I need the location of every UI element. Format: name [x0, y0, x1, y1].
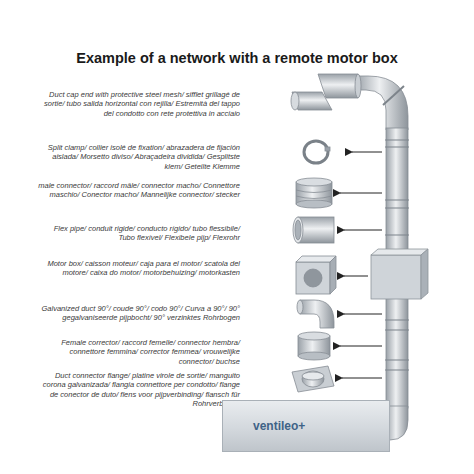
brand-text: ventileo+ — [249, 419, 309, 433]
part-label: Duct cap end with protective steel mesh/… — [38, 90, 240, 118]
part-label: Duct connector flange/ platine virole de… — [38, 371, 240, 409]
diagram-title: Example of a network with a remote motor… — [10, 50, 464, 66]
part-label: Galvanized duct 90°/ coude 90°/ codo 90°… — [38, 304, 240, 323]
part-label: Split clamp/ collier isolé de fixation/ … — [38, 143, 240, 171]
part-label: Female corrector/ raccord femelle/ conne… — [38, 338, 240, 366]
part-label: Flex pipe/ conduit rigide/ conducto rígi… — [38, 224, 240, 243]
part-label: male connector/ raccord mâle/ connector … — [38, 181, 240, 200]
fan-housing-box: ventileo+ — [222, 400, 390, 452]
part-label: Motor box/ caisson moteur/ caja para el … — [38, 259, 240, 278]
